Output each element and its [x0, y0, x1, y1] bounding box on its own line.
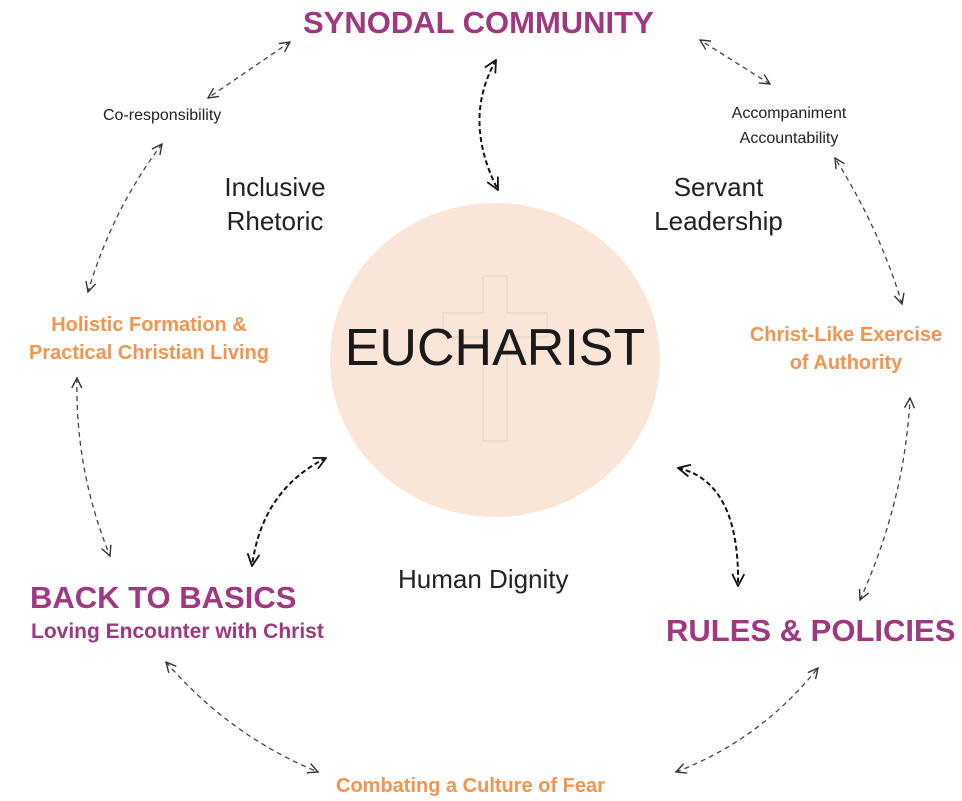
label-christlike-line1: Christ-Like Exercise: [749, 324, 943, 346]
arrow-basics-fear: [166, 662, 318, 772]
arrow-accomp-synodal: [700, 40, 770, 84]
center-title: EUCHARIST: [344, 319, 646, 377]
theme-servant-leadership: Servant Leadership: [636, 170, 801, 238]
arrow-synodal-eucharist: [478, 60, 498, 190]
theme-servant-line2: Leadership: [654, 206, 783, 236]
node-back-to-basics: BACK TO BASICS: [30, 580, 297, 615]
eucharist-host: [330, 203, 660, 517]
theme-inclusive-line2: Rhetoric: [226, 206, 324, 236]
label-accompaniment-accountability: Accompaniment Accountability: [709, 101, 869, 151]
arrow-eucharist-rules: [678, 468, 738, 586]
label-christ-like-authority: Christ-Like Exercise of Authority: [730, 321, 962, 377]
label-combating-fear: Combating a Culture of Fear: [336, 775, 605, 797]
theme-human-dignity: Human Dignity: [398, 564, 569, 594]
theme-servant-line1: Servant: [673, 172, 764, 202]
label-holistic-line1: Holistic Formation &: [51, 314, 247, 336]
label-christlike-line2: of Authority: [789, 352, 903, 374]
label-co-responsibility: Co-responsibility: [103, 107, 222, 124]
arrow-synodal-coresp: [208, 42, 290, 98]
arrow-christlike-accomp: [835, 158, 902, 304]
label-accompaniment: Accompaniment: [731, 105, 847, 122]
arrow-fear-rules: [676, 668, 818, 772]
arrow-rules-christlike: [860, 398, 910, 600]
theme-inclusive-rhetoric: Inclusive Rhetoric: [205, 170, 345, 238]
arrow-eucharist-basics: [252, 458, 326, 566]
label-holistic-line2: Practical Christian Living: [28, 342, 270, 364]
arrow-holistic-basics: [77, 378, 110, 556]
node-synodal-community: SYNODAL COMMUNITY: [303, 5, 654, 40]
arrow-coresp-holistic: [88, 144, 162, 292]
cross-icon: [442, 275, 548, 442]
label-holistic-formation: Holistic Formation & Practical Christian…: [4, 311, 294, 367]
label-accountability: Accountability: [739, 130, 839, 147]
node-rules-policies: RULES & POLICIES: [666, 613, 956, 648]
node-back-to-basics-subtitle: Loving Encounter with Christ: [31, 620, 324, 643]
theme-inclusive-line1: Inclusive: [224, 172, 326, 202]
